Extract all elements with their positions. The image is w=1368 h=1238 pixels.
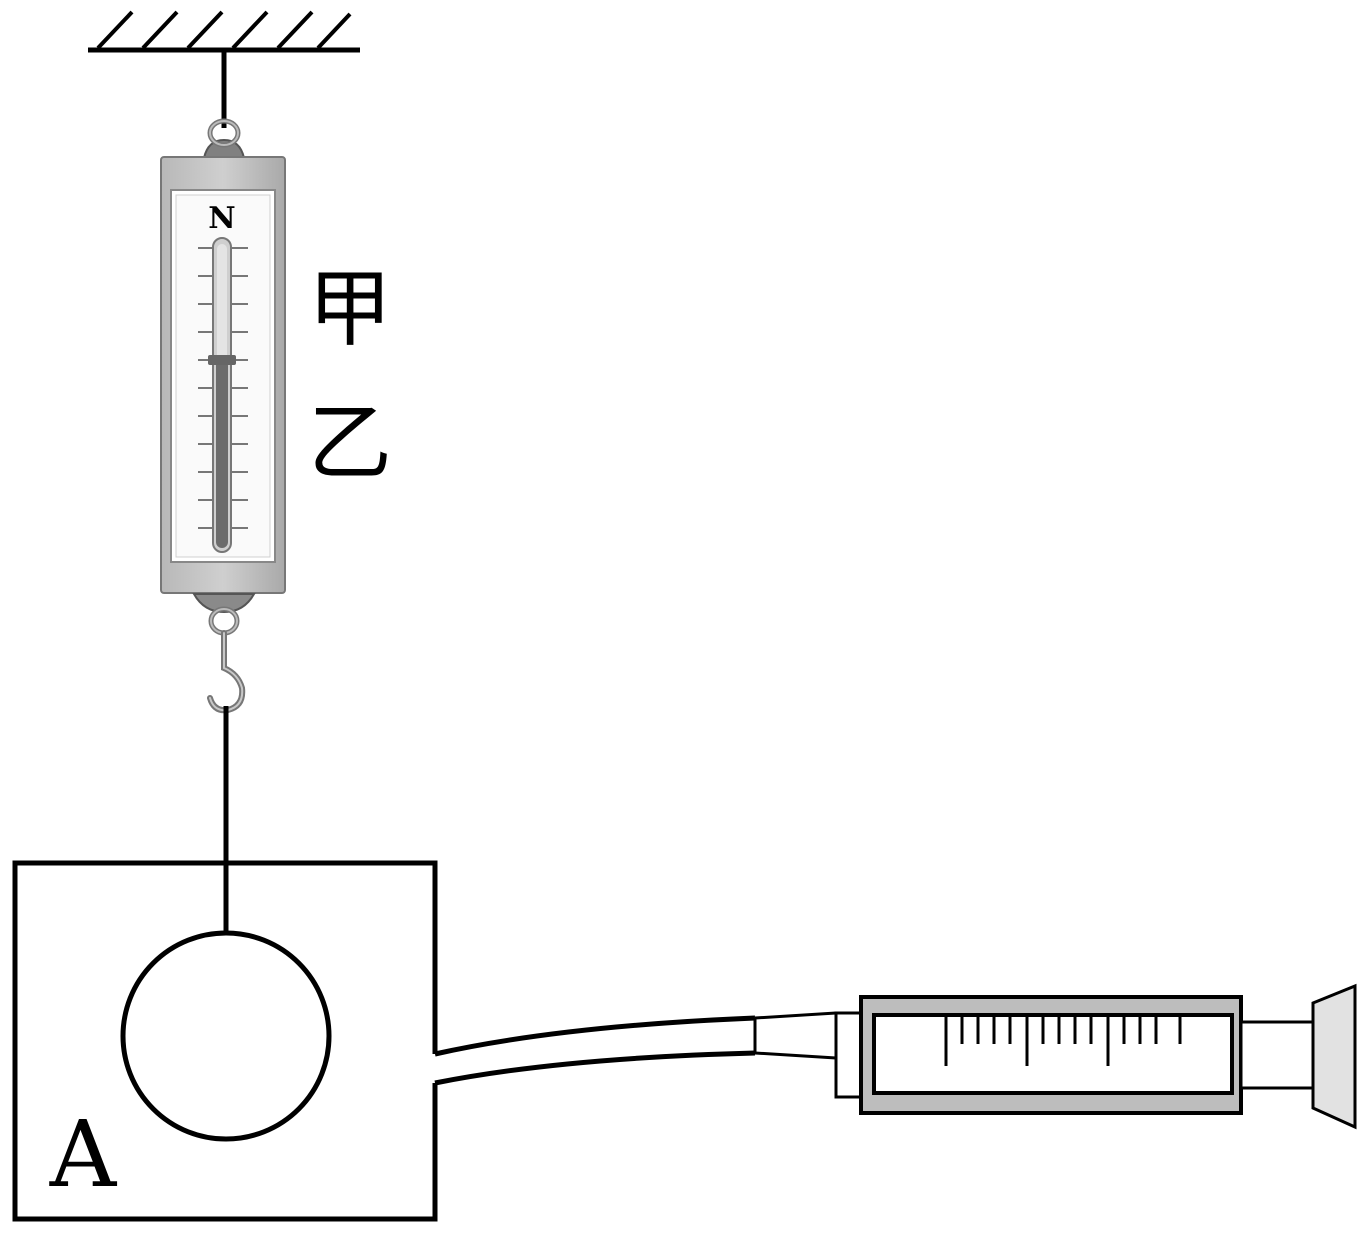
scale-indicator-rod	[216, 360, 228, 548]
spring-scale: N	[160, 118, 286, 714]
syringe-thumb-press	[1311, 983, 1357, 1130]
container-box	[12, 860, 438, 1222]
syringe-chamber	[872, 1013, 1234, 1095]
syringe-nozzle	[754, 1011, 837, 1060]
ceiling-support	[88, 10, 360, 53]
mark-upper: 甲	[308, 260, 392, 358]
mark-lower: 乙	[308, 394, 392, 492]
syringe-tip-collar	[834, 1011, 864, 1099]
container-label: A	[49, 1101, 118, 1208]
ceiling-hatching	[96, 10, 352, 50]
scale-pointer	[208, 355, 236, 365]
syringe-graduations	[944, 1017, 1182, 1066]
syringe-plunger-rod	[1239, 1020, 1315, 1090]
syringe	[754, 983, 1357, 1130]
suspended-ball	[120, 930, 332, 1142]
scale-unit-label: N	[208, 201, 235, 236]
connecting-tube	[434, 1015, 757, 1086]
scale-hook	[207, 630, 246, 714]
bottom-lug	[192, 593, 256, 614]
